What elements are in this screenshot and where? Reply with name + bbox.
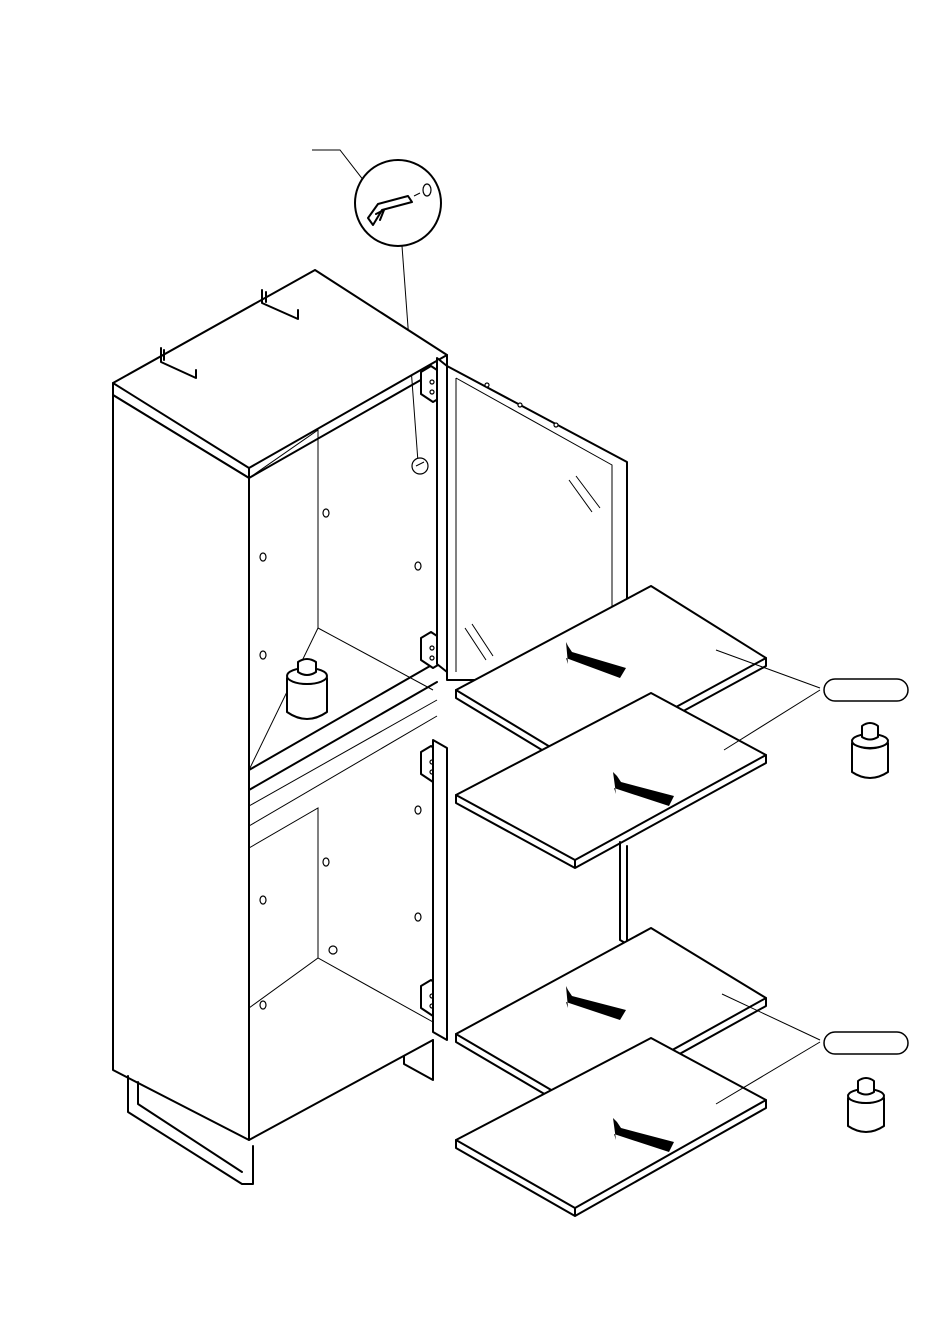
shelf-pin-icon xyxy=(412,458,428,474)
weight-icon xyxy=(852,723,888,778)
weight-icon xyxy=(287,659,327,719)
weight-icon xyxy=(848,1078,884,1132)
shelf-pin-holes xyxy=(260,509,421,1009)
callout-label xyxy=(824,1032,908,1054)
cabinet-side-panel xyxy=(113,395,249,1140)
cabinet xyxy=(113,270,447,1184)
callout-label xyxy=(824,679,908,701)
